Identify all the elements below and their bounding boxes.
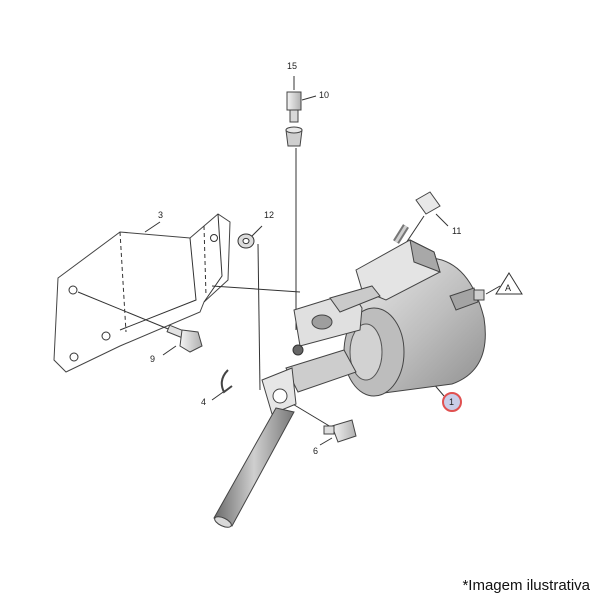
- callout-9: 9: [150, 354, 155, 364]
- sensor-pin-part: [285, 91, 303, 147]
- callout-3: 3: [158, 210, 163, 220]
- pin-part: [323, 419, 357, 443]
- callout-1: 1: [449, 397, 454, 407]
- push-rod-part: [213, 367, 297, 528]
- clip-part: [220, 369, 233, 394]
- illustrative-image-caption: *Imagem ilustrativa: [462, 577, 590, 594]
- callout-4: 4: [201, 397, 206, 407]
- callout-10: 10: [319, 90, 329, 100]
- bolt-part: [166, 324, 203, 353]
- reference-triangle-a: A: [495, 272, 523, 295]
- callout-6: 6: [313, 446, 318, 456]
- hose-clip-part: [415, 191, 441, 215]
- callout-a: A: [505, 283, 511, 293]
- callout-labels: 3 9 4 6 12 15 10 11: [150, 61, 461, 456]
- callout-1-highlight[interactable]: 1: [442, 392, 462, 412]
- master-cylinder-part: [285, 224, 486, 397]
- washer-part: [237, 233, 255, 249]
- callout-12: 12: [264, 210, 274, 220]
- callout-15: 15: [287, 61, 297, 71]
- callout-11: 11: [452, 226, 461, 236]
